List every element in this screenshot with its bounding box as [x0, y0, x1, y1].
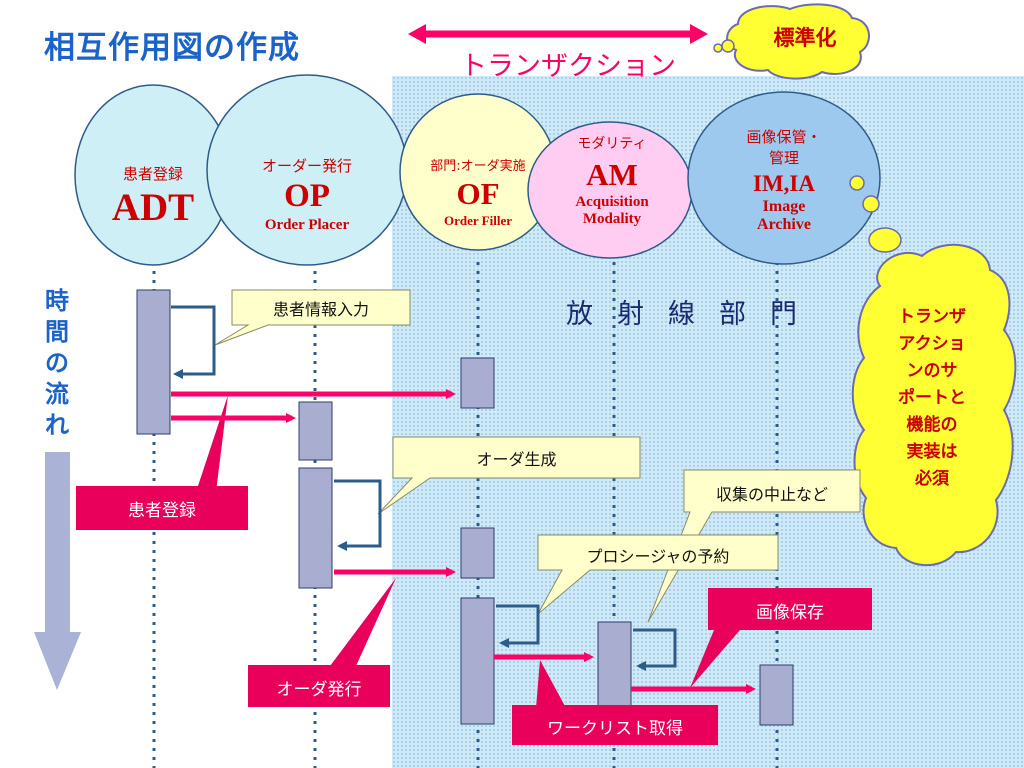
loop-of [496, 604, 540, 648]
activation-op-2 [298, 467, 333, 589]
tail-order-issue [330, 578, 396, 666]
box-order-issue [248, 665, 390, 707]
box-worklist [512, 705, 718, 745]
actor-imia-jp2: 管理 [768, 149, 799, 167]
actor-imia-en2: Archive [757, 216, 811, 233]
department-label: 放射線部門 [566, 299, 821, 330]
self-loops [171, 305, 677, 671]
activation-am [597, 621, 632, 711]
callout-procedure-reservation-text: プロシージャの予約 [586, 547, 730, 566]
tail-worklist [536, 660, 566, 708]
standardization-label: 標準化 [773, 26, 837, 50]
callout-stop-collection-text: 収集の中止など [715, 485, 828, 504]
actor-adt-abbr: ADT [111, 186, 195, 229]
callout-patient-info [214, 289, 411, 346]
activation-of-2 [460, 527, 495, 579]
time-flow-label: 時 間 の 流 れ [45, 287, 69, 439]
page-title: 相互作用図の作成 [44, 30, 300, 66]
callout-order-generation-text: オーダ生成 [476, 450, 557, 469]
actor-op-jp: オーダー発行 [261, 157, 352, 175]
activation-adt [136, 289, 171, 435]
callout-order-generation [377, 436, 641, 515]
tail-patient-registration [196, 395, 228, 492]
actor-imia-abbr: IM,IA [753, 171, 815, 196]
actor-op: オーダー発行 OP Order Placer [237, 155, 377, 234]
box-image-storage [708, 588, 872, 630]
activation-boxes [136, 289, 794, 726]
transaction-arrows [171, 389, 756, 694]
label-order-issue: オーダ発行 [276, 680, 362, 700]
label-worklist-acquisition: ワークリスト取得 [547, 719, 683, 739]
activation-of-1 [460, 357, 495, 409]
activation-imia [759, 664, 794, 726]
activation-of-3 [460, 597, 495, 725]
actor-imia-bubble [687, 91, 881, 265]
loop-am [633, 628, 677, 671]
box-patient-registration [76, 486, 248, 530]
actor-of: 部門:オーダ実施 OF Order Filler [406, 155, 550, 229]
actor-am-en2: Modality [582, 211, 642, 227]
actor-adt-jp: 患者登録 [122, 165, 183, 183]
actor-of-en: Order Filler [444, 213, 512, 228]
actor-am: モダリティ AM Acquisition Modality [548, 133, 676, 228]
label-patient-registration: 患者登録 [128, 501, 196, 521]
loop-op [334, 479, 382, 551]
actor-adt: 患者登録 ADT [95, 163, 211, 227]
transaction-double-arrow [408, 24, 708, 44]
bubble-dot [862, 195, 880, 213]
actor-imia-jp1: 画像保管・ [746, 128, 822, 146]
bubble-dot [849, 175, 865, 191]
activation-op-1 [298, 401, 333, 461]
bubble-dot [868, 227, 902, 253]
actor-imia: 画像保管・ 管理 IM,IA Image Archive [724, 126, 844, 234]
actor-op-abbr: OP [284, 178, 330, 214]
actor-of-jp: 部門:オーダ実施 [430, 159, 526, 174]
callout-patient-info-text: 患者情報入力 [272, 300, 369, 319]
actor-imia-en1: Image [762, 198, 806, 215]
actor-op-en: Order Placer [264, 217, 350, 233]
time-flow-arrow [34, 452, 81, 690]
tail-image-storage [690, 630, 740, 688]
transaction-label: トランザクション [460, 51, 676, 82]
callout-procedure-reservation [537, 534, 779, 615]
label-image-storage: 画像保存 [756, 603, 824, 623]
actor-am-jp: モダリティ [577, 136, 647, 152]
actor-am-en1: Acquisition [575, 194, 649, 210]
transaction-support-note: トランザ アクショ ンのサ ポートと 機能の 実装は 必須 [898, 307, 966, 489]
actor-am-abbr: AM [586, 157, 638, 192]
actor-of-abbr: OF [456, 176, 500, 211]
transaction-support-cloud [851, 243, 1017, 566]
standardization-cloud [713, 3, 870, 80]
loop-adt [171, 305, 216, 379]
